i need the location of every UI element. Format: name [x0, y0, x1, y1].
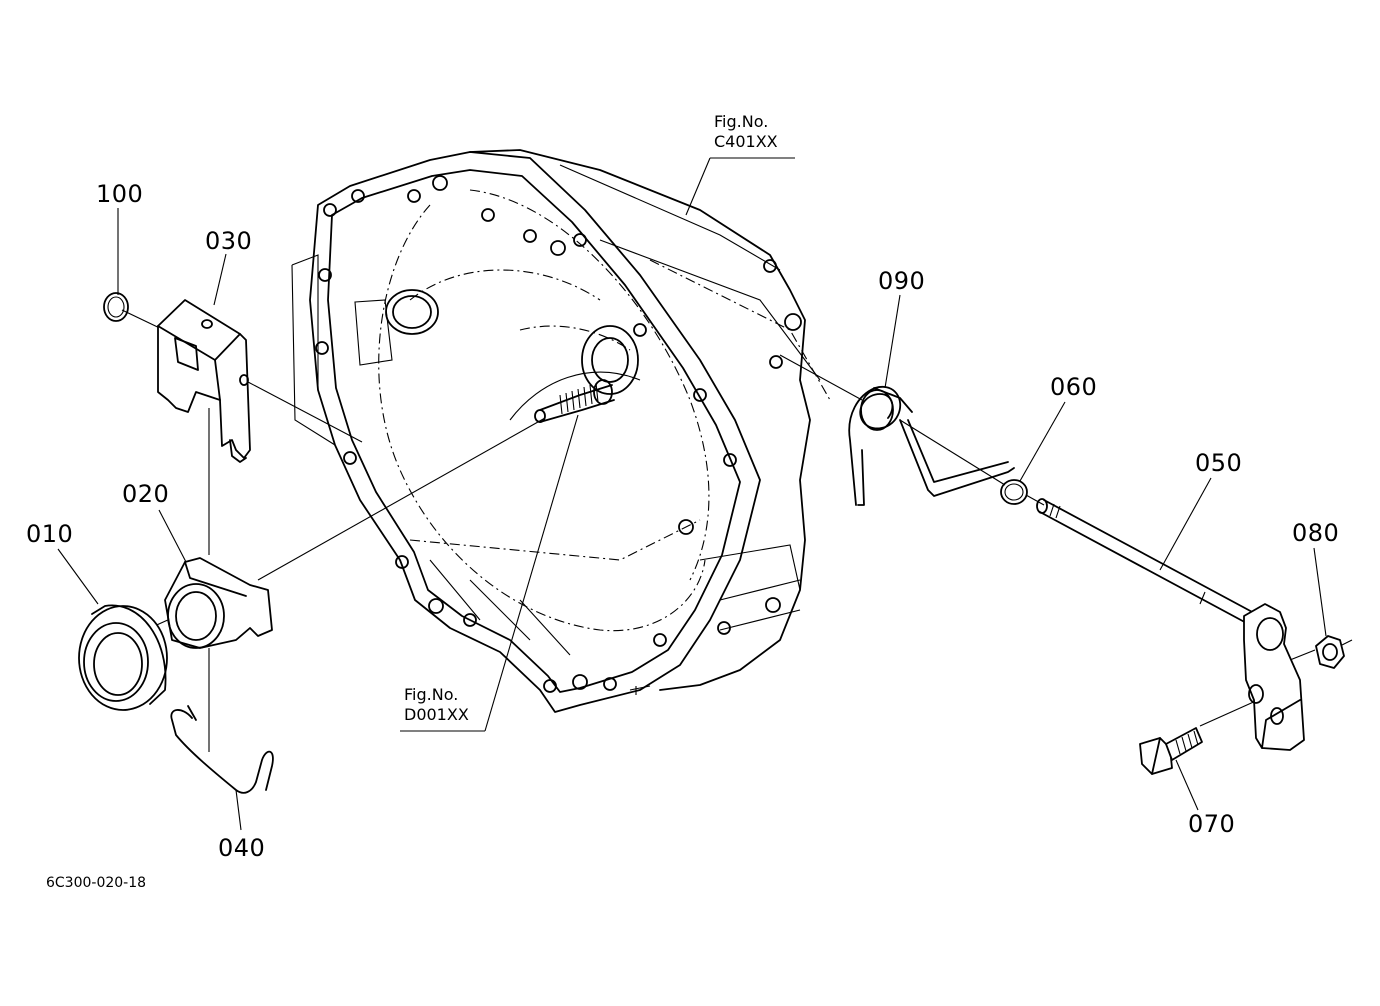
part-label-070: 070 — [1188, 810, 1236, 838]
leader-c401xx — [685, 157, 711, 216]
leader-060 — [1019, 401, 1066, 482]
ref-c401xx: Fig.No. C401XX — [714, 112, 778, 152]
ref-d001xx: Fig.No. D001XX — [404, 685, 469, 725]
part-070-bolt — [1139, 727, 1203, 775]
clutch-housing — [291, 149, 831, 713]
figure-code: 6C300-020-18 — [46, 875, 147, 891]
assembly-lines — [121, 309, 1353, 752]
part-030-release-fork — [157, 299, 251, 463]
leader-050 — [1159, 477, 1212, 571]
part-090-torsion-spring — [848, 385, 1015, 506]
part-label-050: 050 — [1195, 449, 1243, 477]
leader-020 — [158, 509, 187, 563]
part-label-100: 100 — [96, 180, 144, 208]
leader-090 — [884, 294, 901, 389]
part-label-090: 090 — [878, 267, 926, 295]
part-label-030: 030 — [205, 227, 253, 255]
label-leaders — [57, 157, 1327, 831]
part-080-nut — [1315, 635, 1345, 669]
part-label-010: 010 — [26, 520, 74, 548]
part-label-080: 080 — [1292, 519, 1340, 547]
part-010-bearing — [78, 604, 168, 711]
leader-010 — [57, 548, 99, 605]
leader-070 — [1175, 759, 1199, 811]
leader-030 — [213, 253, 227, 306]
part-label-040: 040 — [218, 834, 266, 862]
ref-d001xx-line1: Fig.No. — [404, 685, 459, 704]
leader-040 — [235, 789, 242, 831]
part-040-spring-clip — [170, 705, 274, 794]
part-060-o-ring — [1000, 479, 1028, 505]
part-label-020: 020 — [122, 480, 170, 508]
part-020-release-bearing — [164, 557, 273, 649]
ref-d001xx-line2: D001XX — [404, 705, 469, 724]
part-050-release-shaft — [1036, 498, 1305, 751]
leader-d001xx — [484, 414, 579, 732]
ref-c401xx-line1: Fig.No. — [714, 112, 769, 131]
part-100-circlip — [103, 292, 129, 322]
leader-080 — [1313, 547, 1327, 637]
ref-c401xx-line2: C401XX — [714, 132, 778, 151]
part-label-060: 060 — [1050, 373, 1098, 401]
